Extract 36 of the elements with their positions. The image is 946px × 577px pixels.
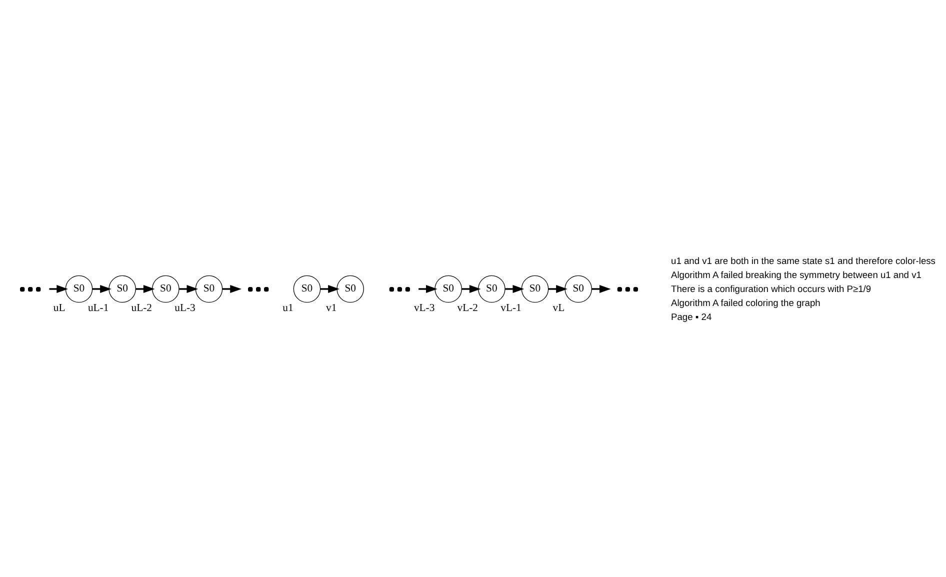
arrow: [418, 284, 438, 292]
node-label: uL-1: [88, 302, 109, 314]
node-label: uL-2: [131, 302, 152, 314]
label: Page ▪ 24: [671, 311, 712, 322]
arrow: [548, 284, 568, 292]
arrow: [179, 284, 198, 292]
node-circle: S0: [195, 274, 223, 302]
label: u1 and v1 are both in the same state s1 and therefore color-less: [671, 255, 936, 266]
arrow: [505, 284, 524, 292]
node-label: vL-1: [500, 302, 522, 314]
node-circle: S0: [521, 274, 549, 302]
arrow: [92, 284, 112, 292]
arrow: [592, 284, 611, 292]
label: Algorithm A failed breaking the symmetry between u1 and v1: [671, 269, 922, 280]
node-label: v1: [326, 302, 337, 314]
arrow: [320, 284, 340, 292]
node-circle: S0: [152, 274, 180, 302]
node-label: vL-3: [414, 302, 435, 314]
arrow: [136, 284, 155, 292]
label: There is a configuration which occurs with P≥1/9: [671, 283, 872, 294]
node-circle: S0: [336, 274, 364, 302]
node-label: uL-3: [174, 302, 196, 314]
label: Algorithm A failed coloring the graph: [671, 297, 820, 308]
arrow: [49, 284, 68, 292]
node-label: vL-2: [457, 302, 478, 314]
node-label: uL: [53, 302, 66, 314]
node-circle: S0: [564, 274, 592, 302]
arrow: [462, 284, 481, 292]
node-circle: S0: [478, 274, 506, 302]
node-circle: S0: [65, 274, 93, 302]
node-circle: S0: [293, 274, 321, 302]
node-circle: S0: [108, 274, 136, 302]
node-circle: S0: [434, 274, 462, 302]
node-label: u1: [282, 302, 294, 314]
arrow: [222, 284, 242, 292]
node-label: vL: [552, 302, 565, 314]
